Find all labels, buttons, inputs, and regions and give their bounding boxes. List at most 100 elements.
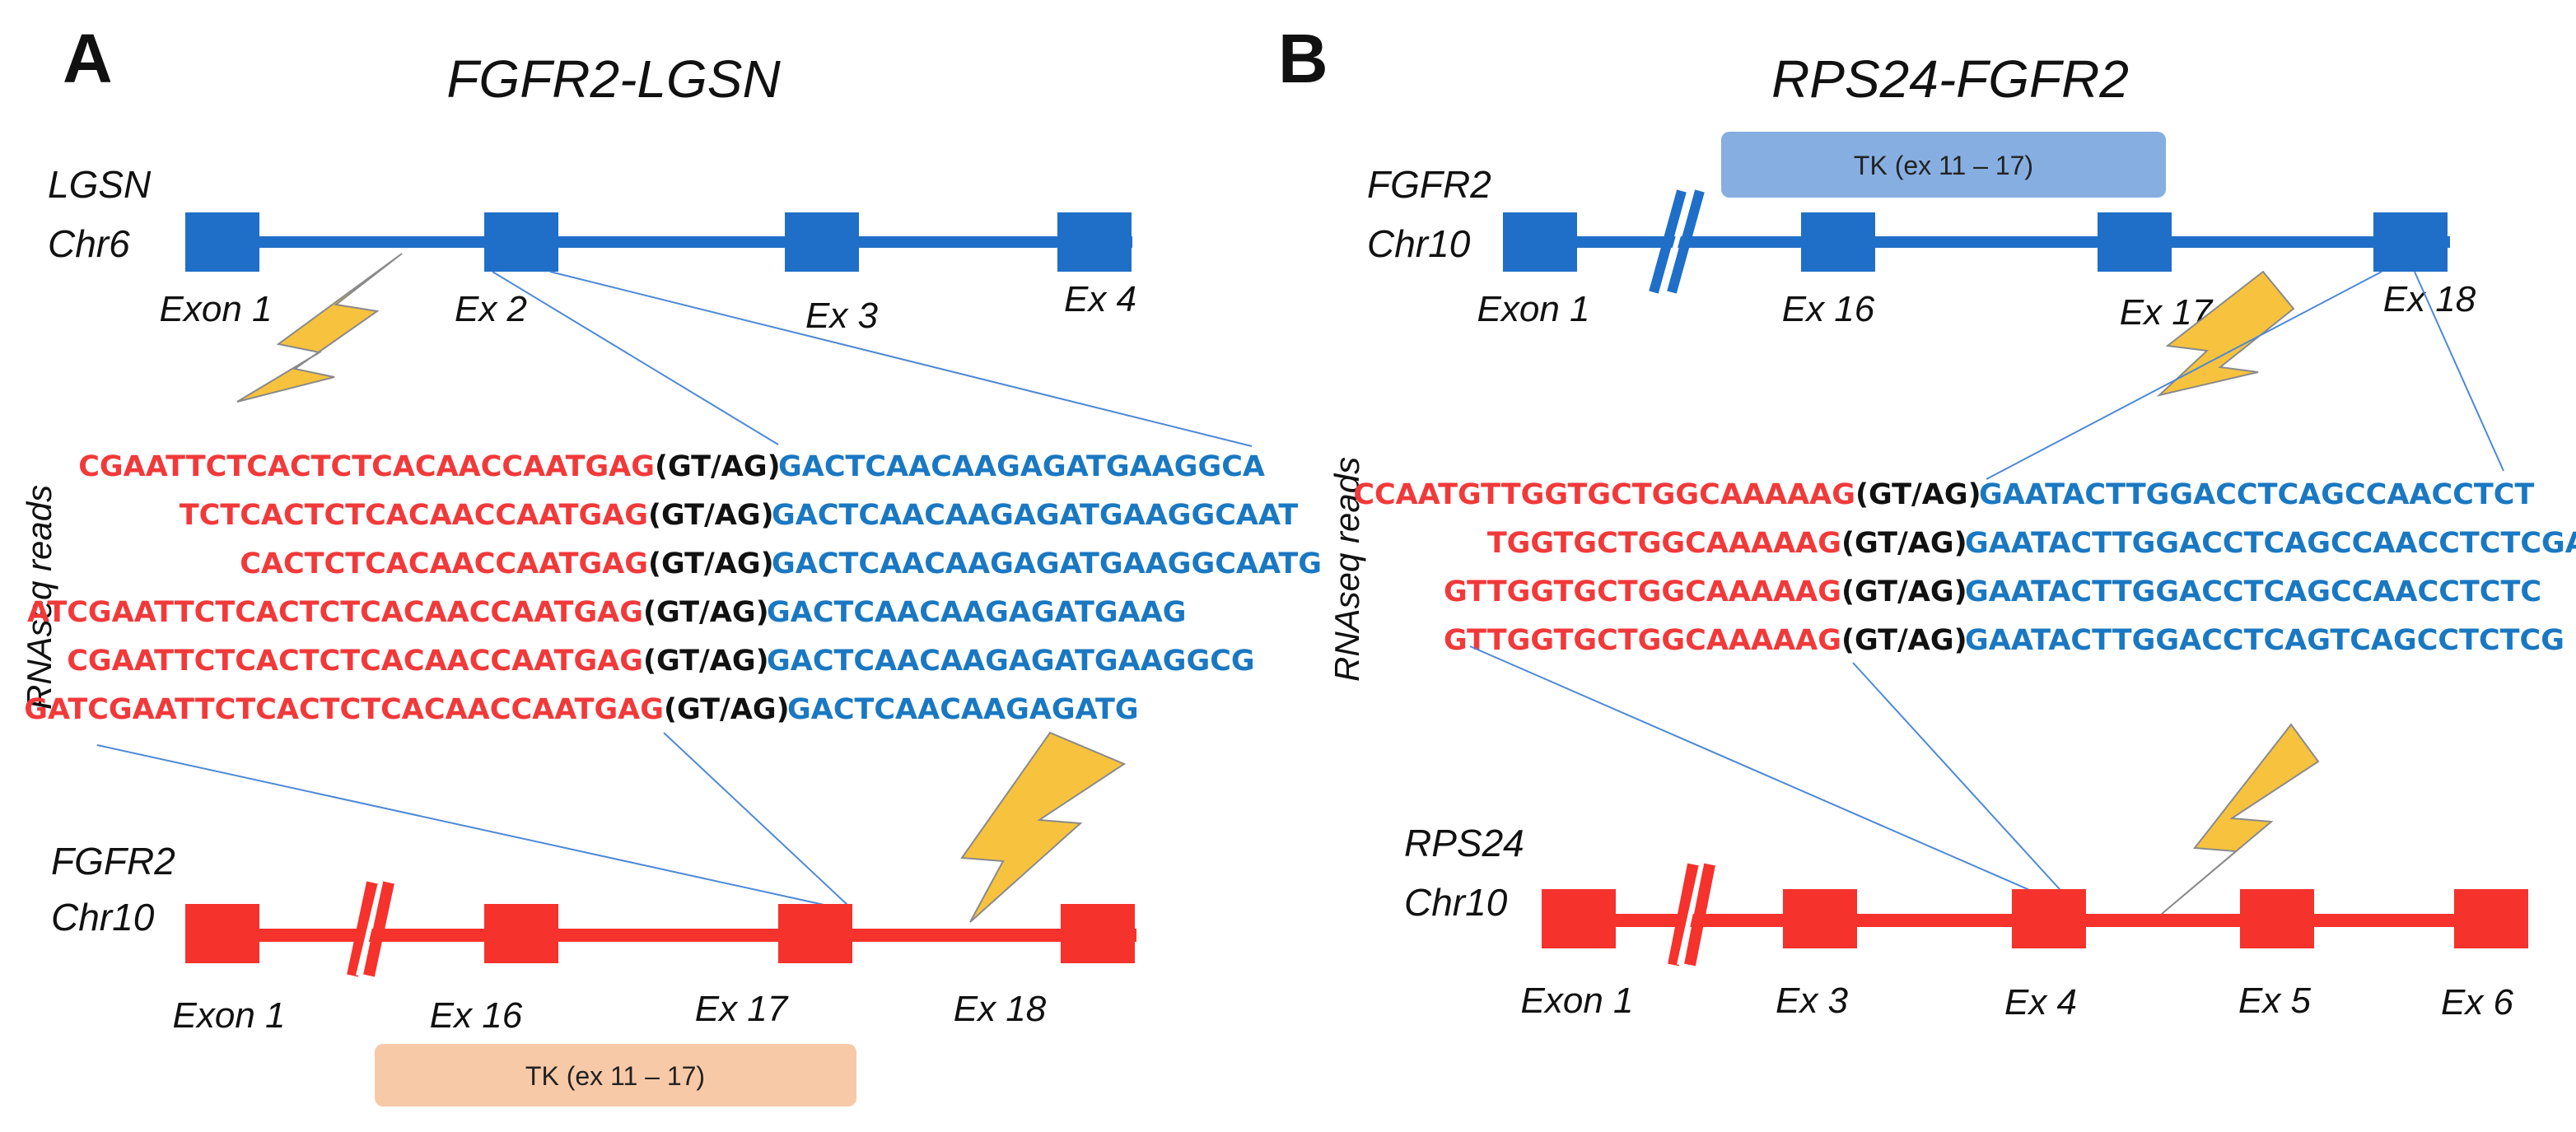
read-b3-junction: (GT/AG) <box>1841 575 1967 608</box>
rps24-exon-5 <box>2240 889 2314 948</box>
fgfr2-gene-track-a: FGFR2 Chr10 Exon 1 Ex 16 Ex 17 Ex 18 <box>51 840 1136 1036</box>
fgfr2-a-exon-18-label: Ex 18 <box>954 989 1047 1029</box>
lgsn-exon-4 <box>1057 212 1132 272</box>
tk-domain-label-b: TK (ex 11 – 17) <box>1854 151 2033 180</box>
rps24-exon-1 <box>1542 889 1616 948</box>
rps24-exon-3-label: Ex 3 <box>1776 981 1849 1021</box>
read-b4-junction: (GT/AG) <box>1841 624 1967 657</box>
rps24-gene-name: RPS24 <box>1404 822 1524 864</box>
connector-line <box>549 271 1253 447</box>
fgfr2-b-exon-18 <box>2373 212 2448 272</box>
fgfr2-a-exon-1-label: Exon 1 <box>173 995 286 1036</box>
read-a6-donor: GATCGAATTCTCACTCTCACAACCAATGAG <box>24 693 664 726</box>
panel-a-letter: A <box>63 20 113 97</box>
read-a2-acceptor: GACTCAACAAGAGATGAAGGCAAT <box>772 499 1298 532</box>
breakpoint-bolt-icon <box>960 731 1127 923</box>
rps24-chromosome: Chr10 <box>1404 881 1508 924</box>
read-b1-donor: CCAATGTTGGTGCTGGCAAAAAG <box>1353 478 1855 511</box>
read-a5-donor: CGAATTCTCACTCTCACAACCAATGAG <box>67 645 643 678</box>
read-b2-acceptor: GAATACTTGGACCTCAGCCAACCTCTCGA <box>1965 527 2576 560</box>
read-a3-acceptor: GACTCAACAAGAGATGAAGGCAATG <box>772 547 1322 580</box>
connector-line <box>96 744 828 906</box>
lgsn-gene-track: LGSN Chr6 Exon 1 Ex 2 Ex 3 Ex 4 <box>48 163 1136 336</box>
read-b3-acceptor: GAATACTTGGACCTCAGCCAACCTCTC <box>1965 575 2541 608</box>
rps24-exon-6 <box>2454 889 2528 948</box>
fgfr2-b-exon-1 <box>1503 212 1577 272</box>
breakpoint-bolt-icon <box>2161 723 2320 915</box>
rnaseq-reads-a: CGAATTCTCACTCTCACAACCAATGAG (GT/AG) GACT… <box>24 450 1322 726</box>
read-a3-donor: CACTCTCACAACCAATGAG <box>240 547 648 580</box>
connector-line <box>663 732 849 906</box>
breakpoint-bolt-icon <box>2156 270 2295 397</box>
read-a3-junction: (GT/AG) <box>648 547 774 580</box>
fgfr2-a-exon-1 <box>185 904 259 963</box>
panel-b-letter: B <box>1278 20 1328 97</box>
fgfr2-gene-name-b: FGFR2 <box>1367 163 1491 206</box>
read-a5-acceptor: GACTCAACAAGAGATGAAGGCG <box>767 645 1255 678</box>
read-b1-acceptor: GAATACTTGGACCTCAGCCAACCTCT <box>1979 478 2534 511</box>
panel-a: A FGFR2-LGSN LGSN Chr6 Exon 1 Ex 2 Ex 3 … <box>20 20 1322 1106</box>
connector-line <box>2414 271 2504 472</box>
rps24-exon-4 <box>2012 889 2086 948</box>
lgsn-exon-2 <box>484 212 558 272</box>
connector-line <box>1469 645 2047 898</box>
fgfr2-a-exon-16 <box>484 904 558 963</box>
rps24-exon-4-label: Ex 4 <box>2004 982 2077 1023</box>
fgfr2-gene-name-a: FGFR2 <box>51 840 175 883</box>
rps24-exon-5-label: Ex 5 <box>2238 981 2312 1021</box>
read-b4-acceptor: GAATACTTGGACCTCAGTCAGCCTCTCG <box>1965 624 2564 657</box>
fgfr2-a-exon-16-label: Ex 16 <box>430 995 523 1036</box>
read-a4-junction: (GT/AG) <box>643 596 769 629</box>
read-b2-junction: (GT/AG) <box>1841 527 1967 560</box>
tk-domain-box-b <box>1721 132 2166 198</box>
fgfr2-b-exon-16-label: Ex 16 <box>1782 289 1875 329</box>
lgsn-exon-3 <box>785 212 859 272</box>
fgfr2-b-exon-17 <box>2098 212 2172 272</box>
read-a6-junction: (GT/AG) <box>664 693 790 726</box>
fgfr2-chromosome-b: Chr10 <box>1367 222 1471 265</box>
read-a1-donor: CGAATTCTCACTCTCACAACCAATGAG <box>78 450 655 483</box>
fgfr2-a-exon-17 <box>778 904 852 963</box>
rnaseq-reads-label-a: RNAseq reads <box>20 485 58 710</box>
rps24-exon-1-label: Exon 1 <box>1521 981 1634 1021</box>
lgsn-exon-3-label: Ex 3 <box>805 296 879 336</box>
tk-domain-label-a: TK (ex 11 – 17) <box>525 1061 705 1091</box>
rnaseq-reads-b: CCAATGTTGGTGCTGGCAAAAAG (GT/AG) GAATACTT… <box>1353 478 2576 657</box>
read-a1-junction: (GT/AG) <box>655 450 781 483</box>
read-a2-junction: (GT/AG) <box>648 499 774 532</box>
intron-break-icon <box>347 881 394 977</box>
rps24-exon-6-label: Ex 6 <box>2441 982 2514 1023</box>
connector-line <box>1852 662 2068 898</box>
lgsn-exon-4-label: Ex 4 <box>1064 279 1136 319</box>
lgsn-gene-name: LGSN <box>48 163 152 206</box>
read-a6-acceptor: GACTCAACAAGAGATG <box>787 693 1139 726</box>
read-a4-donor: ATCGAATTCTCACTCTCACAACCAATGAG <box>27 596 643 629</box>
read-b4-donor: GTTGGTGCTGGCAAAAAG <box>1444 624 1841 657</box>
read-b1-junction: (GT/AG) <box>1855 478 1981 511</box>
read-a4-acceptor: GACTCAACAAGAGATGAAG <box>767 596 1187 629</box>
panel-b-title: RPS24-FGFR2 <box>1771 49 2129 109</box>
fgfr2-intron-line-b <box>1503 236 2450 248</box>
fgfr2-b-exon-16 <box>1801 212 1875 272</box>
breakpoint-bolt-icon <box>236 253 403 403</box>
lgsn-exon-2-label: Ex 2 <box>455 289 527 329</box>
intron-break-icon <box>1649 189 1705 294</box>
read-a1-acceptor: GACTCAACAAGAGATGAAGGCA <box>778 450 1265 483</box>
intron-break-icon <box>1668 863 1715 967</box>
rnaseq-reads-label-b: RNAseq reads <box>1328 457 1366 682</box>
read-b3-donor: GTTGGTGCTGGCAAAAAG <box>1444 575 1841 608</box>
fgfr2-b-exon-1-label: Exon 1 <box>1477 289 1590 329</box>
read-b2-donor: TGGTGCTGGCAAAAAG <box>1487 527 1841 560</box>
tk-domain-box-a <box>375 1044 856 1106</box>
fgfr2-intron-line-a <box>185 929 1136 942</box>
read-a5-junction: (GT/AG) <box>643 645 769 678</box>
connector-line <box>1986 271 2382 480</box>
fgfr2-gene-track-b: FGFR2 Chr10 Exon 1 Ex 16 Ex 17 Ex 18 <box>1367 163 2476 333</box>
fgfr2-a-exon-17-label: Ex 17 <box>695 989 789 1029</box>
lgsn-exon-1 <box>185 212 259 272</box>
lgsn-exon-1-label: Exon 1 <box>160 289 273 329</box>
panel-b: B RPS24-FGFR2 TK (ex 11 – 17) FGFR2 Chr1… <box>1278 20 2576 1023</box>
fgfr2-a-exon-18 <box>1061 904 1135 963</box>
connector-line <box>492 271 779 445</box>
